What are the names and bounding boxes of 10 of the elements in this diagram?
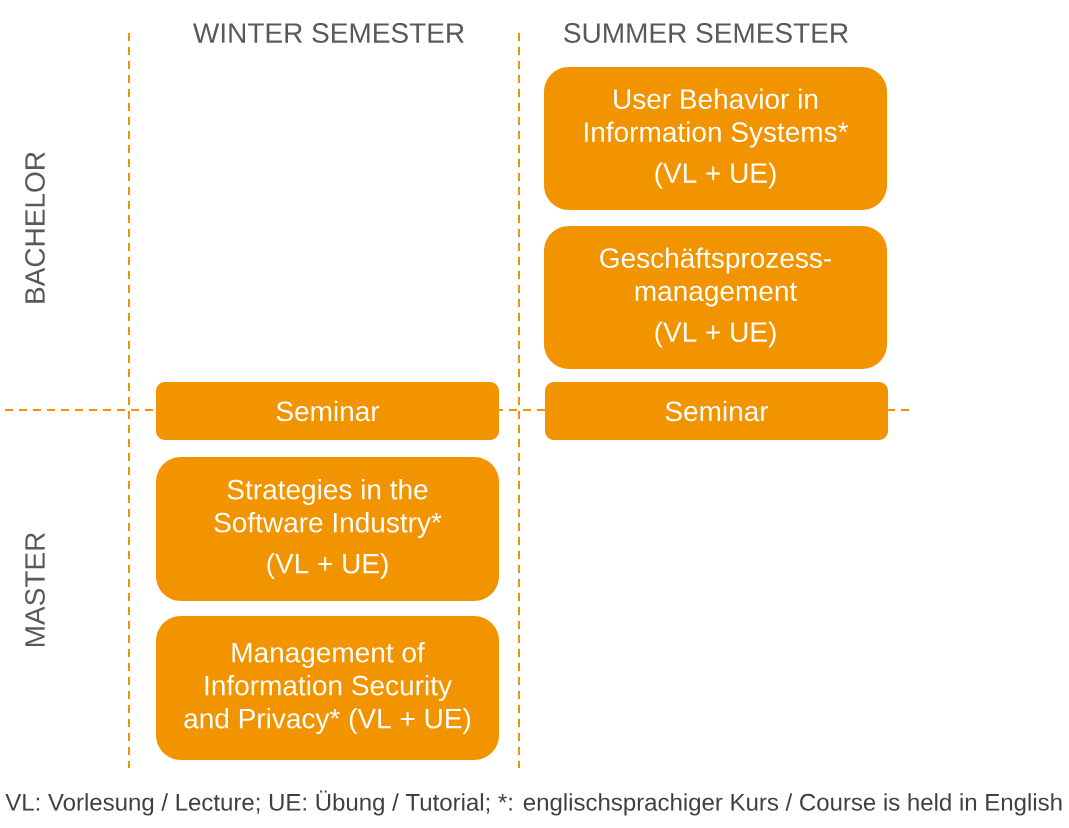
course-box: User Behavior in Information Systems* (VL + UE) <box>544 67 887 210</box>
column-heading: WINTER SEMESTER <box>193 23 464 43</box>
footnote: VL: Vorlesung / Lecture; UE: Übung / Tutorial; *: englischsprachiger Kurs / Course is held in English <box>5 790 1062 816</box>
course-box: Strategies in the Software Industry* (VL + UE) <box>156 457 499 601</box>
course-box: Management of Information Security and Privacy* (VL + UE) <box>156 616 499 760</box>
row-heading: MASTER <box>25 532 45 647</box>
course-box: Geschäftsprozess- management (VL + UE) <box>544 226 887 369</box>
row-heading: BACHELOR <box>25 152 45 303</box>
course-box: Seminar <box>156 382 499 440</box>
course-box: Seminar <box>545 382 888 440</box>
